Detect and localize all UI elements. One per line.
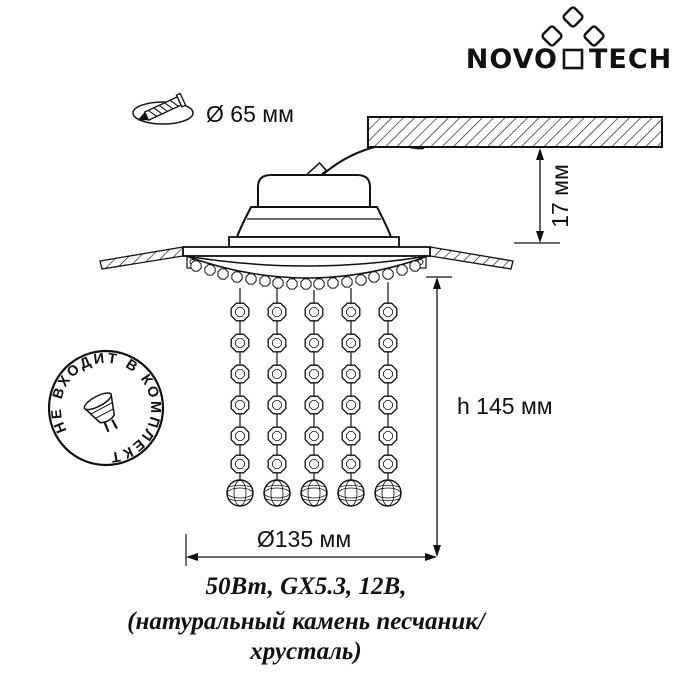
crystal-strand xyxy=(337,288,365,507)
mounting-hole-icon xyxy=(132,92,194,125)
spec-block: 50Вт, GX5.3, 12В, (натуральный камень пе… xyxy=(127,573,487,665)
crystal-strand xyxy=(226,288,254,507)
diameter-label: Ø135 мм xyxy=(257,526,351,552)
housing-flare xyxy=(235,206,393,238)
drill-bit-icon xyxy=(137,92,187,122)
crystal-strand xyxy=(263,288,291,507)
trim-ring xyxy=(182,246,431,257)
mr16-lamp-icon xyxy=(83,392,118,433)
logo-text-left: NOVO xyxy=(466,44,558,75)
trim-wing-right xyxy=(429,246,514,270)
dimension-diameter: Ø135 мм xyxy=(185,526,437,566)
dimension-height: h 145 мм xyxy=(426,276,553,557)
depth-label: 17 мм xyxy=(547,164,573,228)
spec-line-material-1: (натуральный камень песчаник/ xyxy=(127,608,487,635)
dimension-depth: 17 мм xyxy=(514,148,573,244)
novotech-flower-icon xyxy=(541,6,605,47)
crystal-strand xyxy=(300,290,328,507)
lamp-housing xyxy=(257,174,371,208)
novotech-logo: NOVO TECH xyxy=(466,6,672,75)
novotech-square-glyph xyxy=(562,48,584,70)
not-included-stamp: НЕ ВХОДИТ В КОМПЛЕКТ xyxy=(47,349,165,467)
height-label: h 145 мм xyxy=(457,393,553,419)
spec-line-power: 50Вт, GX5.3, 12В, xyxy=(206,573,407,600)
spec-line-material-2: хрусталь) xyxy=(249,638,361,665)
ceiling-section xyxy=(367,116,663,148)
crystal-strand xyxy=(374,282,402,507)
housing-collar xyxy=(228,236,400,248)
trim-wing-left xyxy=(99,246,184,270)
stamp-circle xyxy=(47,349,165,467)
hole-ellipse-icon xyxy=(132,101,194,125)
glass-diffuser xyxy=(185,255,429,279)
cutout-diameter-label: Ø 65 мм xyxy=(206,101,294,127)
logo-text-right: TECH xyxy=(589,44,672,75)
fixture-body xyxy=(99,174,514,279)
